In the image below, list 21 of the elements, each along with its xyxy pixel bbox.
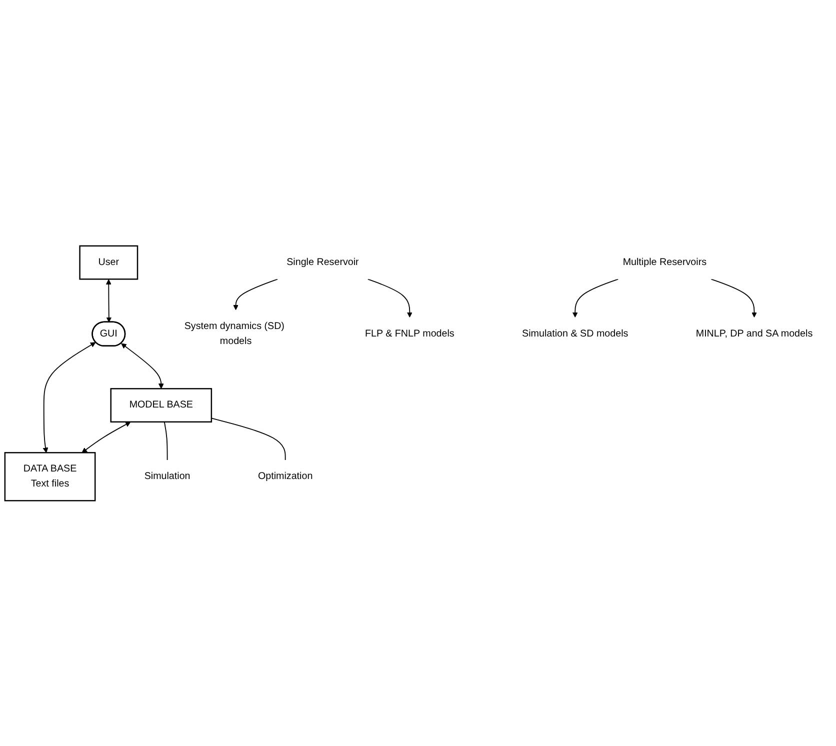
node-box: MODEL BASE [110, 388, 212, 422]
arrow [106, 278, 112, 322]
node-text: Single Reservoir [286, 256, 359, 268]
node-text: Simulation & SD models [522, 328, 628, 339]
arrow [233, 278, 278, 310]
node-text: Optimization [258, 470, 313, 482]
node-text: FLP & FNLP models [364, 328, 454, 339]
node-text: Simulation [144, 470, 190, 482]
arrow [82, 421, 131, 453]
node-text: System dynamics (SD) models [184, 320, 284, 346]
arrow [367, 278, 412, 318]
connector [210, 417, 286, 460]
node-text: MINLP, DP and SA models [696, 328, 813, 339]
arrow [572, 278, 619, 318]
node-box: User [79, 245, 138, 280]
arrow [710, 278, 757, 318]
connector [164, 421, 168, 460]
node-text: Multiple Reservoirs [622, 256, 707, 268]
arrow [42, 342, 96, 453]
node-box: DATA BASE Text files [4, 452, 96, 501]
arrow [121, 342, 164, 389]
